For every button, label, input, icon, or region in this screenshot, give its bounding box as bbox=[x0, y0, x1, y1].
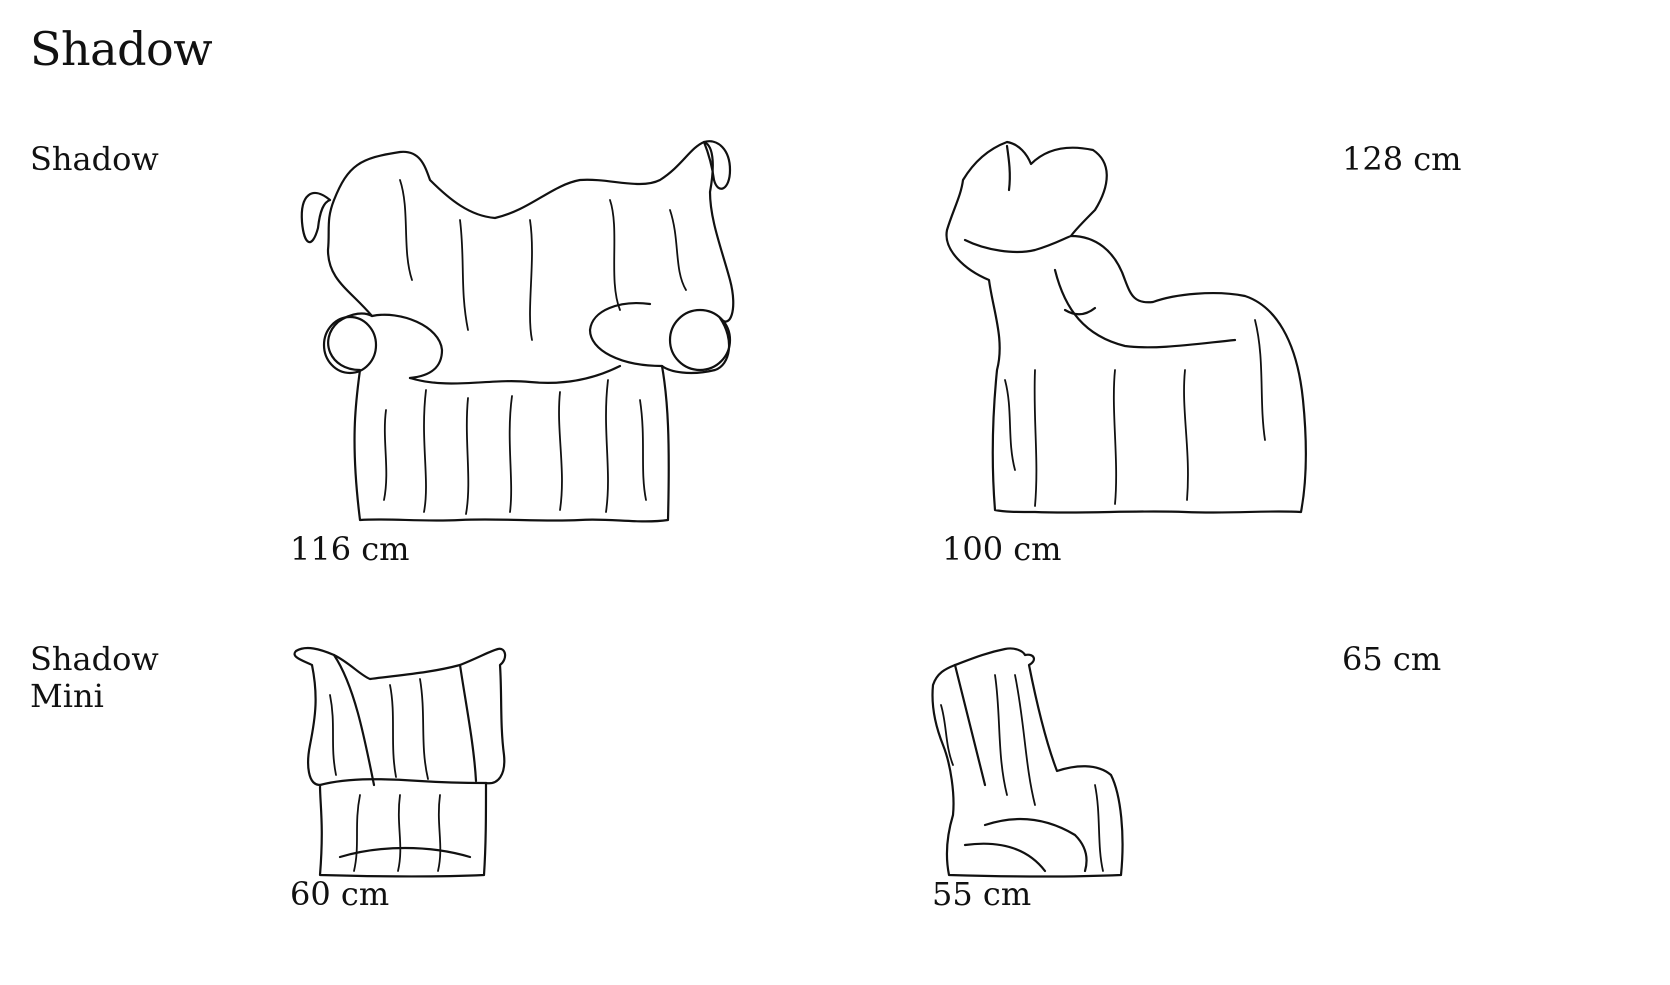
shadow-side-view-drawing bbox=[945, 140, 1307, 514]
shadow-front-view-drawing bbox=[300, 140, 735, 523]
page-title: Shadow bbox=[30, 22, 213, 76]
shadow-front-width: 116 cm bbox=[290, 530, 410, 568]
shadow-mini-side-depth: 55 cm bbox=[932, 875, 1032, 913]
product-name-shadow: Shadow bbox=[30, 140, 159, 178]
shadow-mini-side-view-drawing bbox=[931, 647, 1124, 878]
shadow-height: 128 cm bbox=[1342, 140, 1462, 178]
shadow-mini-front-view-drawing bbox=[293, 646, 507, 878]
shadow-side-depth: 100 cm bbox=[942, 530, 1062, 568]
product-name-shadow-mini: Shadow Mini bbox=[30, 640, 159, 715]
shadow-mini-height: 65 cm bbox=[1342, 640, 1442, 678]
shadow-mini-front-width: 60 cm bbox=[290, 875, 390, 913]
